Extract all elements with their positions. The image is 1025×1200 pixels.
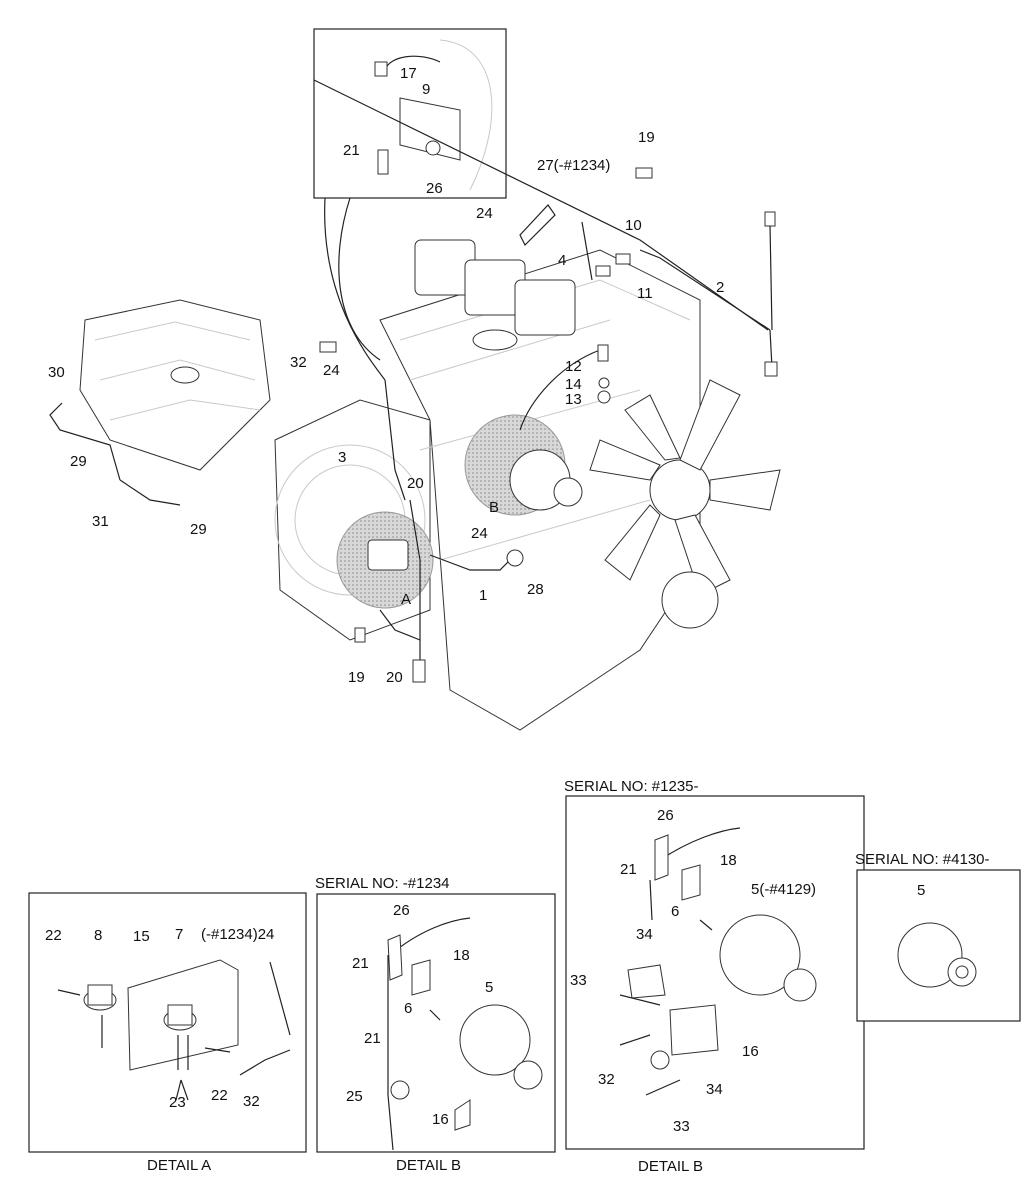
callout-13: 13 (565, 391, 582, 408)
detail-c-panel: 5 (856, 869, 1021, 1022)
callout-a: A (401, 591, 411, 608)
callout-19b: 19 (348, 669, 365, 686)
harness-lines (49, 79, 773, 660)
detail-a-caption: DETAIL A (147, 1157, 211, 1174)
detail-a-callout-7: 7 (175, 926, 183, 943)
callout-1: 1 (479, 587, 487, 604)
callout-30: 30 (48, 364, 65, 381)
main-callouts: 17 9 21 26 27(-#1234) 19 24 10 4 11 2 32… (48, 65, 724, 686)
callout-10: 10 (625, 217, 642, 234)
fastener-icons (319, 149, 778, 683)
detail-a-panel: 22 8 15 7 (-#1234)24 23 22 32 (28, 892, 307, 1153)
callout-12: 12 (565, 358, 582, 375)
callout-20: 20 (407, 475, 424, 492)
callout-27: 27(-#1234) (537, 157, 610, 174)
detail-b2-callout-34b: 34 (706, 1081, 723, 1098)
detail-b1-caption: DETAIL B (396, 1157, 461, 1174)
detail-b1-callout-16: 16 (432, 1111, 449, 1128)
detail-b1-callout-21: 21 (352, 955, 369, 972)
detail-b2-callout-32: 32 (598, 1071, 615, 1088)
callout-11: 11 (637, 285, 653, 302)
engine-assembly (79, 239, 781, 731)
detail-c-serial: SERIAL NO: #4130- (855, 851, 990, 868)
detail-b1-callout-26: 26 (393, 902, 410, 919)
detail-b2-callout-34: 34 (636, 926, 653, 943)
detail-b1-callout-6: 6 (404, 1000, 412, 1017)
callout-26: 26 (426, 180, 443, 197)
detail-b1-panel: 26 21 18 6 5 21 25 16 (316, 893, 556, 1153)
detail-a-callout-22: 22 (45, 927, 62, 944)
callout-32: 32 (290, 354, 307, 371)
callout-14: 14 (565, 376, 582, 393)
detail-b1-callout-25: 25 (346, 1088, 363, 1105)
callout-4: 4 (558, 252, 566, 269)
inset-box (313, 28, 507, 199)
detail-b2-callout-18: 18 (720, 852, 737, 869)
callout-21: 21 (343, 142, 360, 159)
callout-b: B (489, 499, 499, 516)
callout-3: 3 (338, 449, 346, 466)
detail-b2-callout-33: 33 (570, 972, 587, 989)
fan-icon (589, 379, 781, 629)
detail-b2-panel: 26 21 18 5(-#4129) 6 34 33 16 32 34 33 (565, 795, 865, 1150)
callout-20b: 20 (386, 669, 403, 686)
callout-24c: 24 (471, 525, 488, 542)
detail-b2-callout-6: 6 (671, 903, 679, 920)
detail-b1-callout-21b: 21 (364, 1030, 381, 1047)
alternator-icon (897, 922, 963, 988)
callout-29b: 29 (190, 521, 207, 538)
detail-a-callout-8: 8 (94, 927, 102, 944)
detail-b1-serial: SERIAL NO: -#1234 (315, 875, 450, 892)
detail-a-callout-23: 23 (169, 1094, 186, 1111)
detail-b2-callout-16: 16 (742, 1043, 759, 1060)
detail-b2-callout-21: 21 (620, 861, 637, 878)
callout-31: 31 (92, 513, 109, 530)
detail-a-callout-22b: 22 (211, 1087, 228, 1104)
callout-19: 19 (638, 129, 655, 146)
detail-b2-callout-26: 26 (657, 807, 674, 824)
callout-9: 9 (422, 81, 430, 98)
callout-17: 17 (400, 65, 417, 82)
detail-c-callout-5: 5 (917, 882, 925, 899)
callout-2: 2 (716, 279, 724, 296)
detail-b2-callout-5: 5(-#4129) (751, 881, 816, 898)
detail-a-callout-32: 32 (243, 1093, 260, 1110)
callout-24: 24 (476, 205, 493, 222)
detail-b2-caption: DETAIL B (638, 1158, 703, 1175)
detail-b1-callout-5: 5 (485, 979, 493, 996)
callout-28: 28 (527, 581, 544, 598)
detail-a-callout-15: 15 (133, 928, 150, 945)
detail-b2-callout-33b: 33 (673, 1118, 690, 1135)
callout-24b: 24 (323, 362, 340, 379)
detail-b1-callout-18: 18 (453, 947, 470, 964)
detail-b2-serial: SERIAL NO: #1235- (564, 778, 699, 795)
detail-a-callout-24: (-#1234)24 (201, 926, 274, 943)
callout-29: 29 (70, 453, 87, 470)
